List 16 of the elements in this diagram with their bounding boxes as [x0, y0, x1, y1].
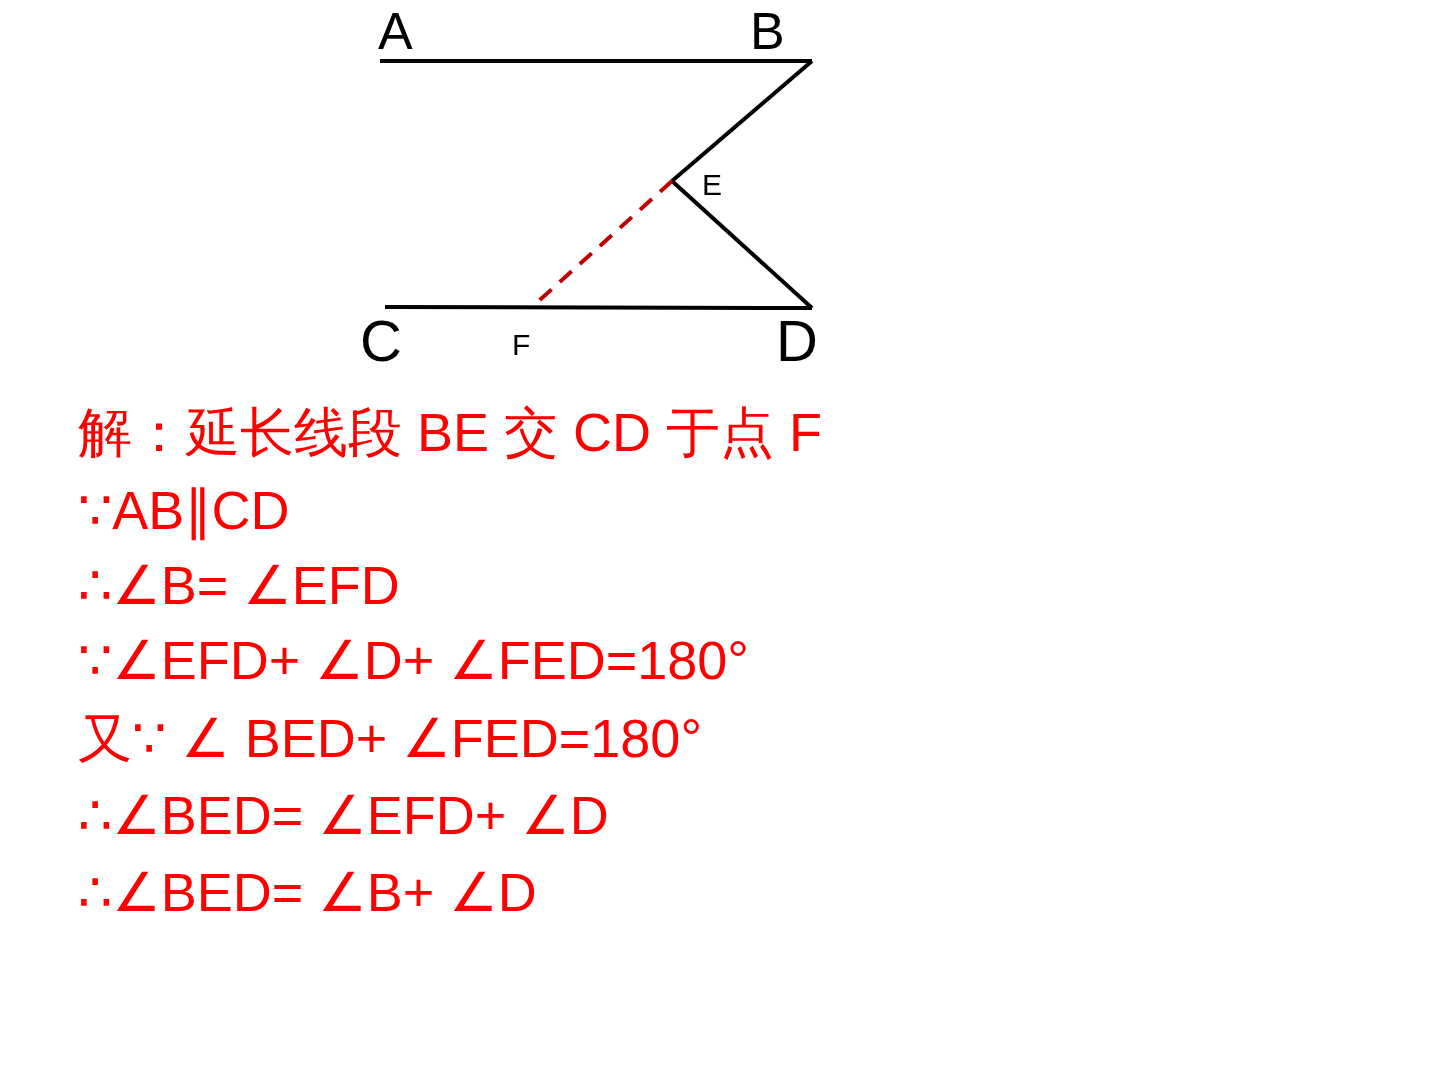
proof-line: ∴∠BED= ∠EFD+ ∠D — [78, 788, 609, 842]
point-label: A — [378, 5, 413, 57]
point-label: E — [702, 170, 722, 200]
line-segment — [380, 59, 812, 63]
point-label: B — [750, 5, 785, 57]
proof-line: 又∵ ∠ BED+ ∠FED=180° — [78, 711, 702, 765]
proof-line: 解：延长线段 BE 交 CD 于点 F — [78, 405, 823, 459]
proof-line: ∴∠BED= ∠B+ ∠D — [78, 865, 537, 919]
point-label: D — [776, 312, 818, 370]
line-segment — [385, 305, 812, 310]
point-label: C — [360, 312, 402, 370]
proof-line: ∵∠EFD+ ∠D+ ∠FED=180° — [78, 633, 749, 687]
proof-line: ∴∠B= ∠EFD — [78, 558, 400, 612]
point-label: F — [512, 330, 531, 360]
line-segment — [670, 179, 814, 310]
line-segment — [670, 59, 814, 183]
